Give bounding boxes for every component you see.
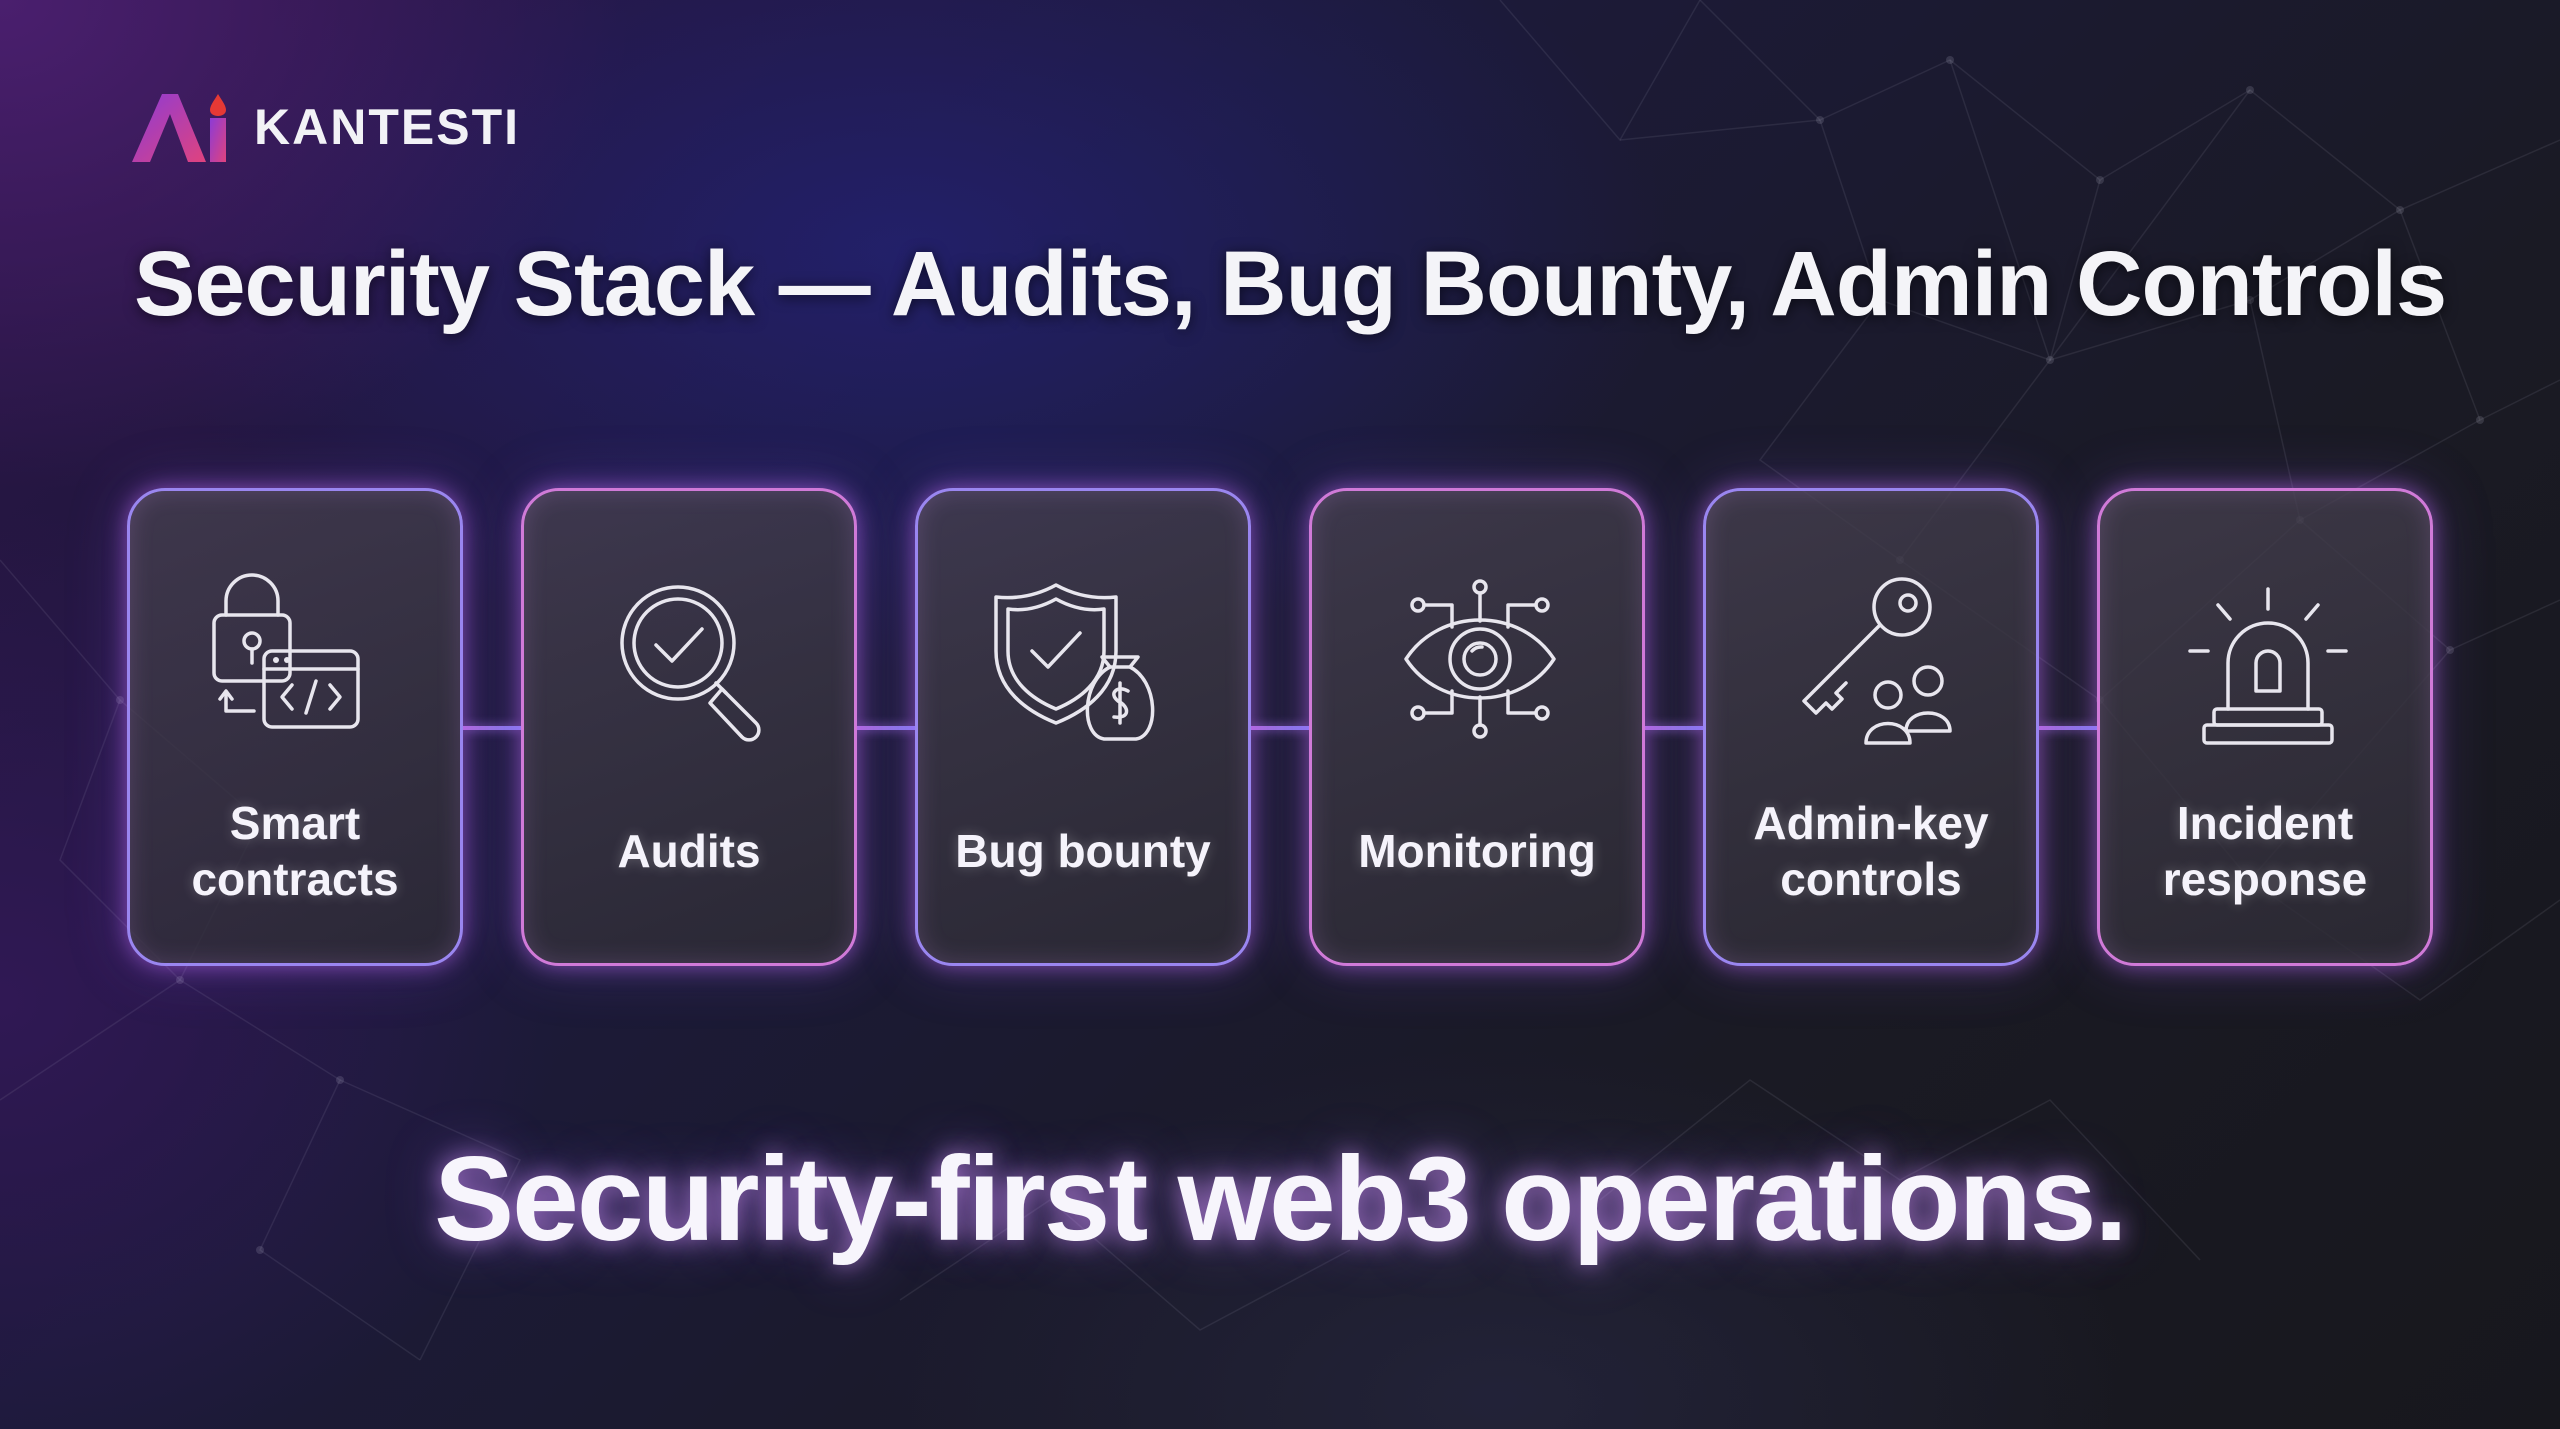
step-label: Bug bounty: [955, 825, 1211, 877]
step-connector: [2039, 726, 2097, 730]
step-connector: [1645, 726, 1703, 730]
tagline: Security-first web3 operations.: [434, 1132, 2128, 1266]
step-label: Incident response: [2162, 797, 2368, 905]
lock-code-icon: [198, 571, 398, 761]
step-card-audits: Audits: [521, 488, 857, 966]
step-connector: [463, 726, 521, 730]
brand-logo: KANTESTI: [128, 90, 520, 164]
key-users-icon: [1774, 571, 1974, 761]
step-card-admin-key-controls: Admin-key controls: [1703, 488, 2039, 966]
step-label: Smart contracts: [191, 797, 399, 905]
step-label: Monitoring: [1358, 825, 1596, 877]
step-label: Audits: [617, 825, 761, 877]
step-label: Admin-key controls: [1753, 797, 1989, 905]
magnifier-check-icon: [592, 571, 792, 761]
shield-money-bag-icon: [986, 571, 1186, 761]
step-card-bug-bounty: Bug bounty: [915, 488, 1251, 966]
step-card-smart-contracts: Smart contracts: [127, 488, 463, 966]
step-card-monitoring: Monitoring: [1309, 488, 1645, 966]
siren-alarm-icon: [2168, 571, 2368, 761]
page-title: Security Stack — Audits, Bug Bounty, Adm…: [134, 233, 2447, 335]
step-card-incident-response: Incident response: [2097, 488, 2433, 966]
brand-name: KANTESTI: [254, 99, 520, 155]
step-connector: [857, 726, 915, 730]
kantesti-logo-icon: [132, 94, 226, 162]
eye-network-icon: [1380, 571, 1580, 761]
security-stack-steps: Smart contracts Audits: [127, 486, 2433, 968]
step-connector: [1251, 726, 1309, 730]
